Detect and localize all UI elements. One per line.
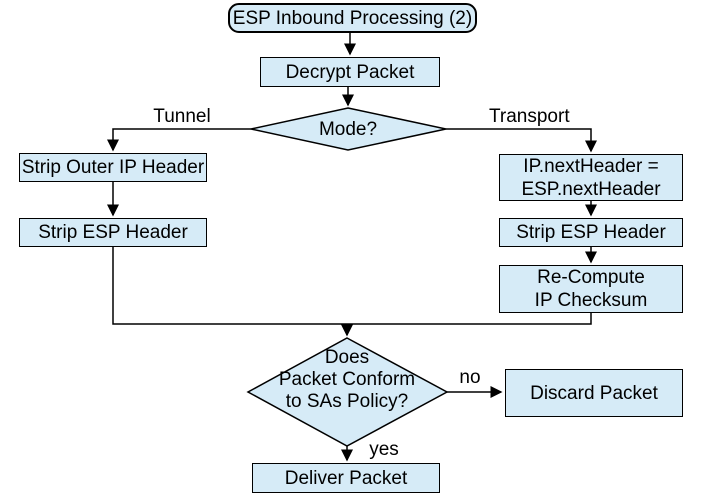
ip-nextheader-node: IP.nextHeader = ESP.nextHeader [499, 154, 683, 201]
edge-mode-transport-branch [446, 128, 597, 153]
policy-decision-shape [246, 337, 449, 447]
strip-esp-header-left-node: Strip ESP Header [19, 218, 207, 247]
decrypt-packet-node: Decrypt Packet [260, 57, 440, 87]
tunnel-branch-label: Tunnel [153, 106, 211, 127]
strip-esp-header-right-node: Strip ESP Header [499, 218, 683, 247]
yes-branch-label: yes [369, 439, 399, 460]
edge-merge-connector [112, 247, 592, 325]
policy-decision-label: Does Packet Conform to SAs Policy? [278, 347, 416, 412]
deliver-packet-node: Deliver Packet [252, 463, 440, 493]
transport-branch-label: Transport [489, 106, 570, 127]
discard-packet-node: Discard Packet [505, 369, 683, 417]
mode-decision-shape [250, 107, 447, 151]
strip-outer-ip-header-node: Strip Outer IP Header [19, 153, 207, 182]
edge-mode-tunnel-branch [107, 128, 251, 152]
start-node: ESP Inbound Processing (2) [228, 3, 477, 33]
no-branch-label: no [459, 367, 481, 388]
recompute-ip-checksum-node: Re-Compute IP Checksum [499, 265, 683, 313]
mode-decision-label: Mode? [318, 119, 378, 140]
